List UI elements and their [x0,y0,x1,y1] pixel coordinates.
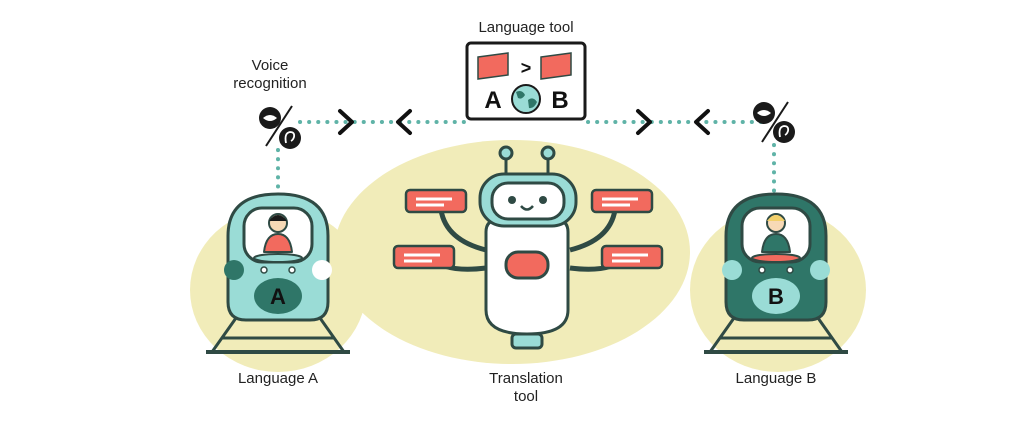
translation-tool-label-line2: tool [514,388,538,405]
language-b-label: Language B [736,370,817,387]
chevron-right-icon [636,109,652,135]
chevron-right-icon [338,109,354,135]
translation-tool-label-line1: Translation [489,370,563,387]
voice-recognition-label-line2: recognition [233,75,306,92]
language-tool-label: Language tool [478,19,573,36]
speech-bubbles [392,188,664,270]
book-icon [540,52,572,80]
ear-icon [773,121,795,143]
speech-bubble [600,244,664,270]
letter-b: B [551,87,568,114]
train-b: B [704,192,848,354]
language-a-label: Language A [238,370,318,387]
speech-bubble [404,188,468,214]
chevron-left-icon [396,109,412,135]
speech-bubble [590,188,654,214]
chevron-arrows [338,109,710,135]
arrow-symbol: > [521,58,532,78]
robot [429,145,627,350]
train-b-letter: B [768,284,784,309]
speech-bubble [392,244,456,270]
ear-icon [279,127,301,149]
dotted-connection-lines [276,120,776,202]
globe-icon [511,84,541,114]
voice-recognition-icon-left [259,105,301,149]
voice-recognition-icon-right [753,101,795,143]
passenger-icon [761,213,791,253]
letter-a: A [484,87,501,114]
voice-recognition-label-line1: Voice [252,57,289,74]
train-a-letter: A [270,284,286,309]
language-tool-box: > A B [465,41,587,121]
book-icon [477,52,509,80]
passenger-icon [263,213,293,253]
train-a: A [206,192,350,354]
chevron-left-icon [694,109,710,135]
